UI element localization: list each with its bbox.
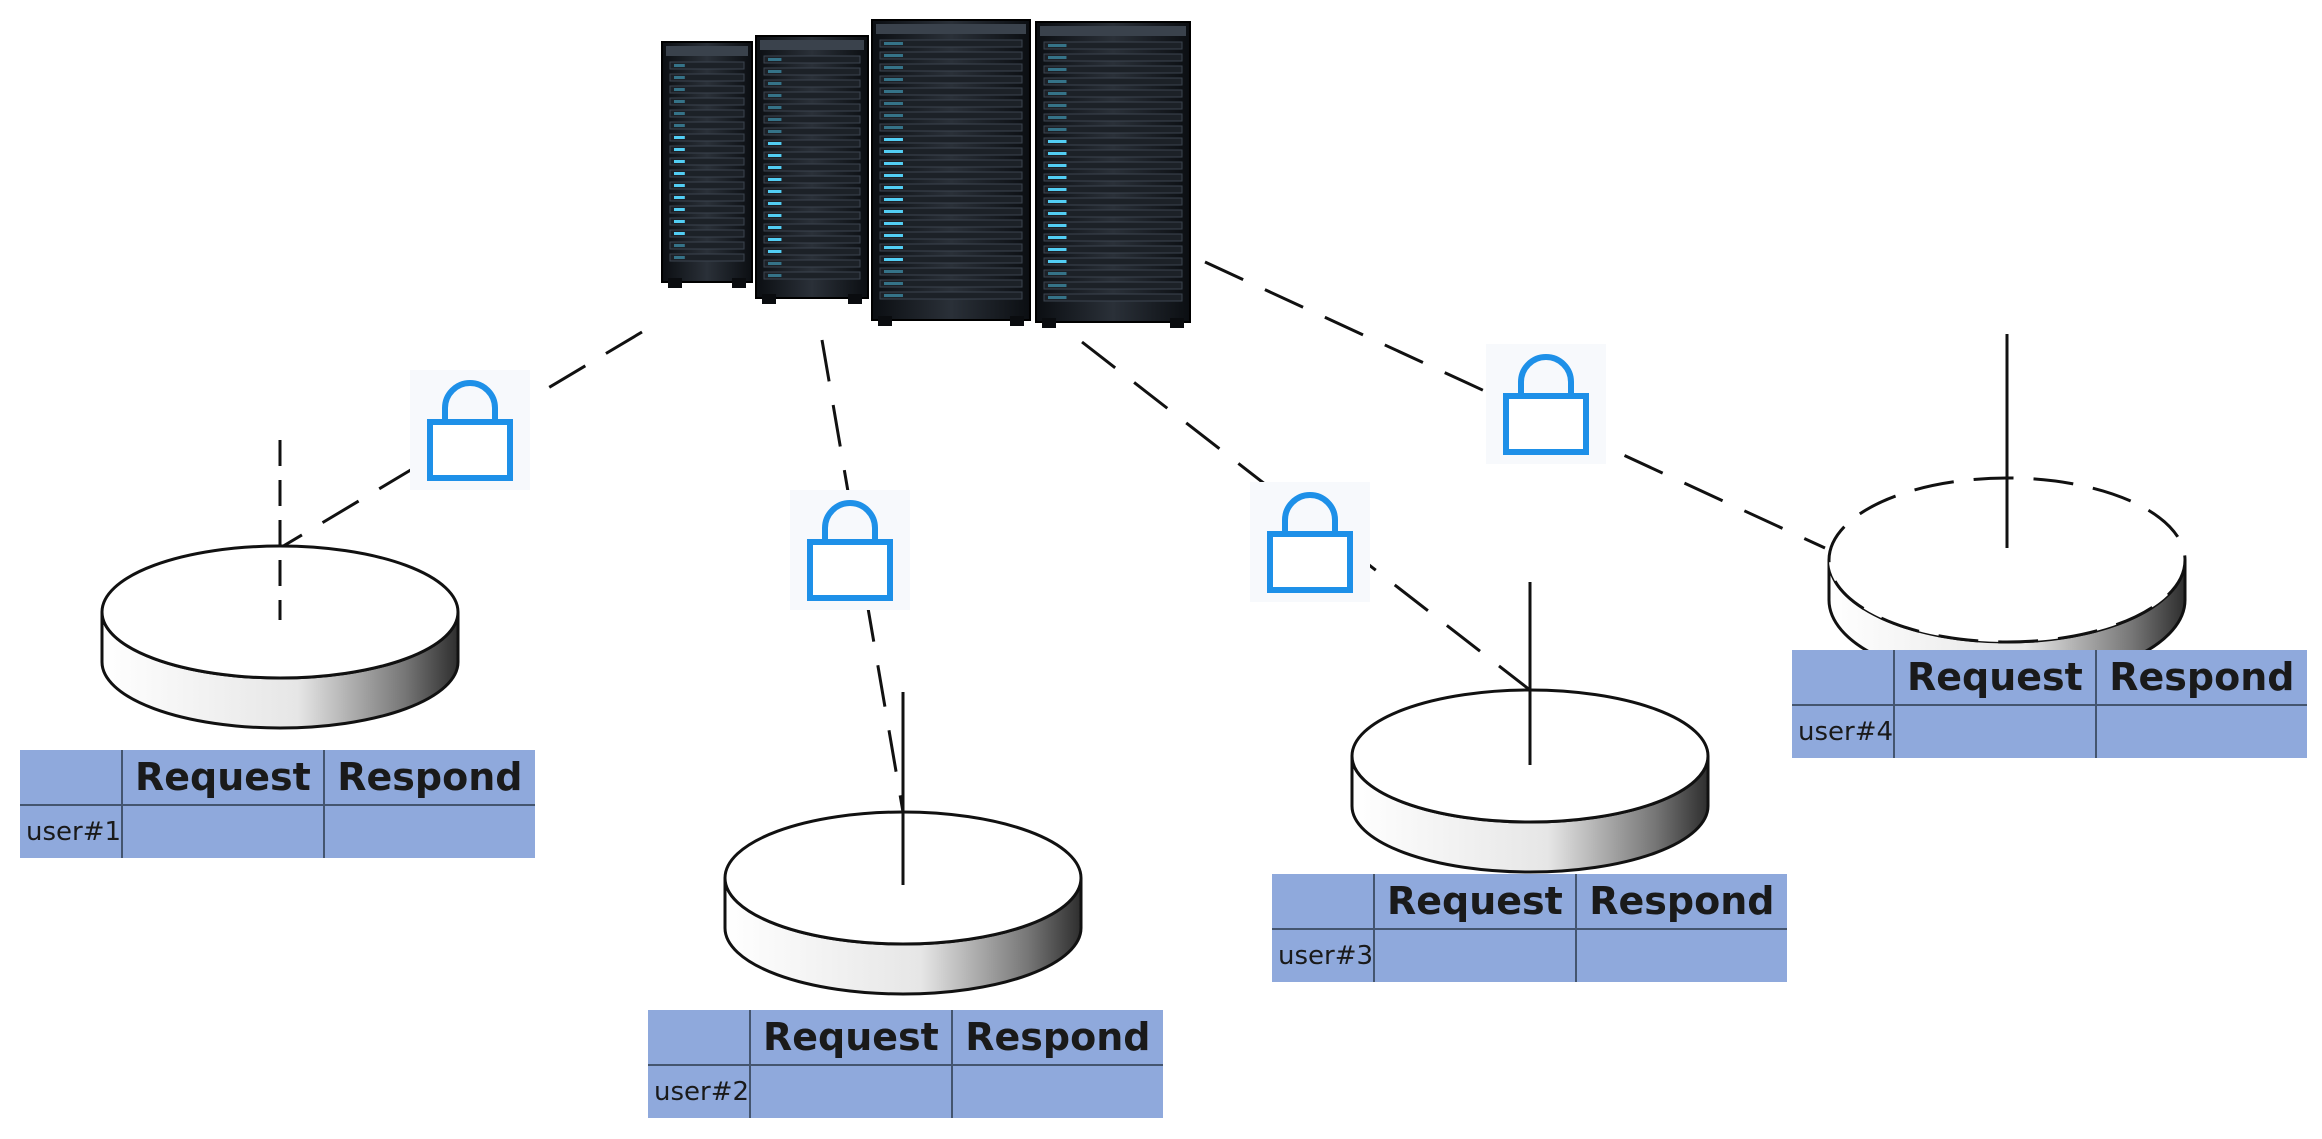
request-cell xyxy=(121,804,325,858)
padlock-icons xyxy=(410,344,1606,610)
header-request: Request xyxy=(1893,650,2097,706)
padlock-icon xyxy=(790,490,910,610)
header-request: Request xyxy=(121,750,325,806)
antenna-disk-node-2 xyxy=(723,692,1083,996)
respond-cell xyxy=(950,1064,1163,1118)
server-rack-3 xyxy=(871,19,1031,326)
antenna-disk-node-3 xyxy=(1350,582,1710,874)
respond-cell xyxy=(2094,704,2307,758)
user-label: user#4 xyxy=(1792,704,1896,758)
request-cell xyxy=(749,1064,953,1118)
header-respond: Respond xyxy=(1574,874,1787,930)
request-cell xyxy=(1373,928,1577,982)
node-table-user-2: Request Respond user#2 xyxy=(648,1010,1163,1118)
header-respond: Respond xyxy=(2094,650,2307,706)
server-rack-icon xyxy=(661,19,1191,328)
server-rack-1 xyxy=(661,41,753,288)
user-label: user#2 xyxy=(648,1064,752,1118)
node-table-user-1: Request Respond user#1 xyxy=(20,750,535,858)
padlock-icon xyxy=(410,370,530,490)
user-label: user#1 xyxy=(20,804,124,858)
header-request: Request xyxy=(1373,874,1577,930)
header-request: Request xyxy=(749,1010,953,1066)
server-rack-4 xyxy=(1035,21,1191,328)
header-respond: Respond xyxy=(950,1010,1163,1066)
antenna-disk-node-4 xyxy=(1827,334,2187,684)
antenna-disk-node-1 xyxy=(100,440,460,730)
request-cell xyxy=(1893,704,2097,758)
header-respond: Respond xyxy=(322,750,535,806)
server-rack-2 xyxy=(755,35,869,304)
padlock-icon xyxy=(1486,344,1606,464)
respond-cell xyxy=(322,804,535,858)
node-table-user-4: Request Respond user#4 xyxy=(1792,650,2307,758)
user-label: user#3 xyxy=(1272,928,1376,982)
node-table-user-3: Request Respond user#3 xyxy=(1272,874,1787,982)
padlock-icon xyxy=(1250,482,1370,602)
respond-cell xyxy=(1574,928,1787,982)
